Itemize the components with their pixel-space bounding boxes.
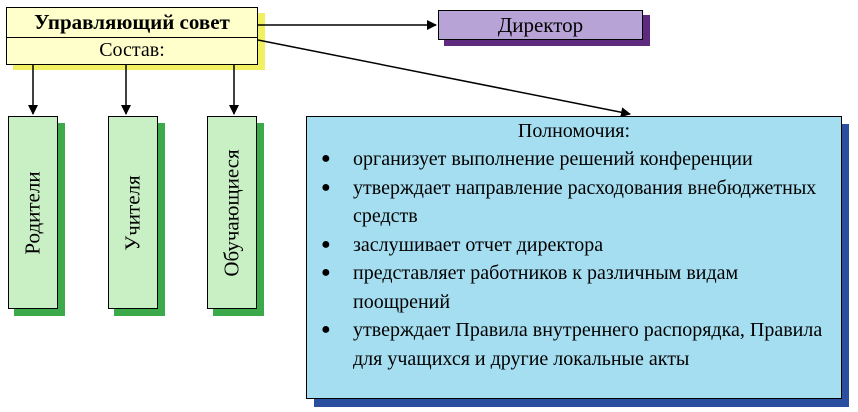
bullet-icon: ● [321,321,331,338]
council-box: Управляющий совет Состав: [6,7,258,65]
bullet-icon: ● [321,150,331,167]
member-box-teachers: Учителя [108,116,158,309]
arrow-to-powers [257,39,631,118]
director-box: Директор [438,10,643,40]
council-title: Управляющий совет [7,8,257,38]
powers-item-text: утверждает Правила внутреннего распорядк… [353,319,823,370]
powers-item-text: утверждает направление расходования внеб… [353,176,817,228]
bullet-icon: ● [321,178,331,196]
powers-item: ● представляет работников к различным вид… [317,259,833,316]
powers-box: Полномочия: ● организует выполнение решен… [306,116,842,399]
powers-item: ● заслушивает отчет директора [317,231,833,260]
powers-item: ● утверждает Правила внутреннего распоряд… [317,316,833,373]
bullet-icon: ● [321,235,331,253]
powers-item-text: представляет работников к различным вида… [353,262,739,313]
powers-title: Полномочия: [517,120,631,142]
powers-list: ● организует выполнение решений конференц… [317,145,833,373]
powers-item-text: заслушивает отчет директора [353,233,604,256]
powers-item: ● утверждает направление расходования вне… [317,174,833,231]
council-subtitle: Состав: [99,39,165,61]
bullet-icon: ● [321,264,331,281]
member-box-parents: Родители [8,116,58,309]
powers-item: ● организует выполнение решений конференц… [317,145,833,174]
powers-item-text: организует выполнение решений конференци… [353,148,753,170]
member-box-students: Обучающиеся [207,116,257,309]
